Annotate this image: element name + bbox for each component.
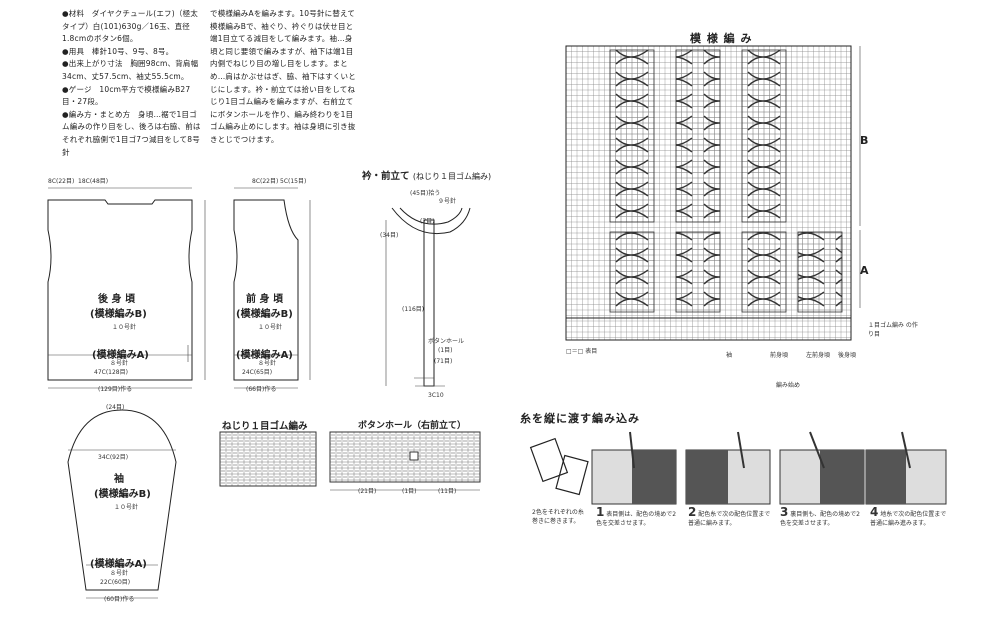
pattern-mark-left-front: 左前身頃 — [806, 352, 831, 359]
buttonhole-title: ボタンホール（右前立て） — [358, 421, 467, 431]
front-top-width-2: 5C(15目) — [280, 178, 307, 185]
sleeve-diagram — [67, 409, 177, 599]
collar-bottom: 3C10 — [428, 392, 444, 399]
back-hem: (模様編みA) — [92, 350, 149, 361]
sleeve-cast-on: (60目)作る — [104, 596, 135, 603]
method-text: ●編み方・まとめ方 身頃…裾で1目ゴム編みの作り目をし、後ろは右脇、前はそれぞれ… — [62, 109, 201, 157]
technique-step-2: 2 配色糸で次の配色位置まで普通に編みます。 — [688, 505, 772, 528]
step-3-text: 裏目側も、配色の境めで2色を交差させます。 — [780, 511, 860, 527]
technique-step-3: 3 裏目側も、配色の境めで2色を交差させます。 — [780, 505, 864, 528]
technique-step-0: 2色をそれぞれの糸巻きに巻きます。 — [532, 509, 584, 525]
collar-needle: ９号針 — [438, 198, 457, 205]
step-3-number: 3 — [780, 505, 789, 519]
bobbin-icon — [529, 437, 589, 496]
pattern-label-a: A — [860, 264, 870, 277]
pattern-mark-sleeve: 袖 — [726, 352, 733, 359]
back-top-width: 18C(48目) — [78, 178, 109, 185]
front-needle: １０号針 — [258, 324, 283, 331]
collar-holes: (1目) — [438, 347, 453, 354]
step-2-illustration — [685, 431, 771, 505]
instructions-col-2: で模様編みAを編みます。10号針に替えて模様編みBで、袖ぐり、衿ぐりは伏せ目と端… — [210, 9, 356, 144]
back-body-diagram — [47, 187, 206, 389]
pattern-mark-front: 前身頃 — [770, 352, 789, 359]
sleeve-pattern: (模様編みB) — [94, 489, 151, 500]
pattern-legend: □＝□ 表目 — [566, 348, 598, 355]
sleeve-width: 34C(92目) — [98, 454, 129, 461]
technique-step-4: 4 地糸で次の配色位置まで普通に編み進みます。 — [870, 505, 950, 528]
back-pattern: (模様編みB) — [90, 309, 147, 320]
front-body-diagram — [233, 187, 311, 389]
back-needle: １０号針 — [112, 324, 137, 331]
step-4-number: 4 — [870, 505, 879, 519]
sleeve-title: 袖 — [114, 474, 124, 485]
pattern-start: 編み始め — [776, 382, 801, 389]
step-1-number: 1 — [596, 505, 605, 519]
tools-text: ●用具 棒針10号、9号、8号。 — [62, 46, 174, 56]
technique-illustrations — [529, 431, 947, 505]
buttonhole-right: (11目) — [438, 488, 457, 495]
sleeve-top: (24目) — [106, 404, 125, 411]
pattern-chart — [565, 45, 861, 341]
pattern-rib-label: １目ゴム編み の作り目 — [868, 322, 918, 338]
step-1-text: 表目側は、配色の境めで2色を交差させます。 — [596, 511, 677, 527]
front-hem: (模様編みA) — [236, 350, 293, 361]
sleeve-needle: １０号針 — [114, 504, 139, 511]
buttonhole-left: (21目) — [358, 488, 377, 495]
sleeve-stitches: 22C(60目) — [100, 579, 131, 586]
technique-title: 糸を縦に渡す編み込み — [520, 412, 640, 425]
front-pattern: (模様編みB) — [236, 309, 293, 320]
collar-pickup: (45目)拾う — [410, 190, 441, 197]
pattern-mark-back: 後身頃 — [838, 352, 857, 359]
rib-title: ねじり１目ゴム編み — [222, 421, 308, 432]
collar-mid: (7目) — [420, 218, 435, 225]
collar-left-2: (116目) — [402, 306, 425, 313]
collar-buttonhole: ボタンホール — [428, 338, 465, 345]
step-3-illustration — [779, 431, 865, 505]
front-stitches: 24C(65目) — [242, 369, 273, 376]
pattern-title: 模 様 編 み — [690, 32, 753, 45]
collar-band-diagram — [385, 207, 471, 387]
collar-mid-2: (71目) — [434, 358, 453, 365]
front-needle8: ８号針 — [258, 360, 277, 367]
collar-left-1: (34目) — [380, 232, 399, 239]
size-text: ●出来上がり寸法 胸囲98cm、背肩幅34cm、丈57.5cm、袖丈55.5cm… — [62, 59, 199, 81]
instructions-col-1: ●材料 ダイヤクチュール(エフ)（極太タイプ）白(101)630g／16玉、直径… — [62, 8, 204, 159]
back-cast-on: (129目)作る — [98, 386, 133, 393]
back-stitches: 47C(128目) — [94, 369, 128, 376]
step-4-text: 地糸で次の配色位置まで普通に編み進みます。 — [870, 511, 947, 527]
step-1-illustration — [591, 431, 677, 505]
rib-chart — [219, 431, 317, 487]
collar-title: 衿・前立て (ねじり１目ゴム編み) — [362, 168, 491, 182]
front-cast-on: (66目)作る — [246, 386, 277, 393]
buttonhole-chart — [329, 431, 481, 491]
step-2-number: 2 — [688, 505, 697, 519]
back-side-width: 8C(22目) — [48, 178, 75, 185]
pattern-label-b: B — [860, 134, 870, 147]
collar-subtitle: (ねじり１目ゴム編み) — [412, 172, 492, 181]
front-top-width: 8C(22目) — [252, 178, 279, 185]
buttonhole-mid: (1目) — [402, 488, 417, 495]
back-title: 後 身 頃 — [98, 294, 135, 305]
sleeve-hem: (模様編みA) — [90, 559, 147, 570]
step-2-text: 配色糸で次の配色位置まで普通に編みます。 — [688, 511, 771, 527]
front-title: 前 身 頃 — [246, 294, 283, 305]
collar-title-main: 衿・前立て — [362, 171, 410, 182]
technique-step-1: 1 表目側は、配色の境めで2色を交差させます。 — [596, 505, 680, 528]
step-4-illustration — [865, 431, 947, 505]
sleeve-needle8: ８号針 — [110, 570, 129, 577]
materials-text: ●材料 ダイヤクチュール(エフ)（極太タイプ）白(101)630g／16玉、直径… — [62, 9, 198, 44]
gauge-text: ●ゲージ 10cm平方で模様編みB27目・27段。 — [62, 84, 191, 107]
back-needle8: ８号針 — [110, 360, 129, 367]
